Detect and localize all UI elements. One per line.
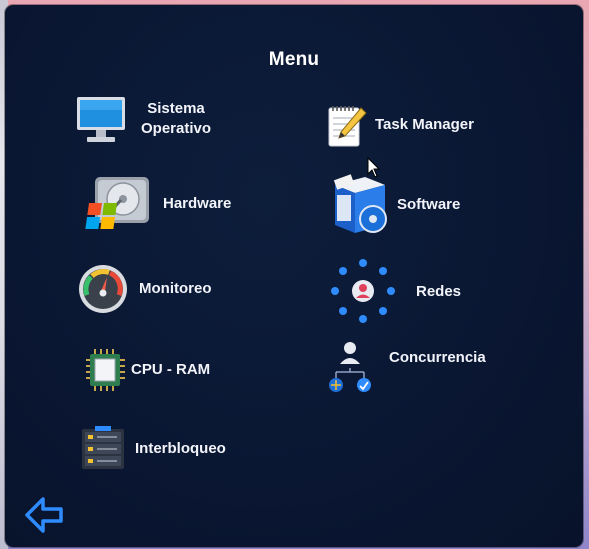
menu-item-sistema-operativo[interactable]: Sistema Operativo bbox=[75, 91, 211, 147]
mouse-cursor-icon bbox=[367, 157, 381, 178]
menu-item-sistema-operativo-label: Sistema Operativo bbox=[141, 100, 212, 137]
menu-item-hardware[interactable]: Hardware bbox=[81, 173, 231, 235]
cpu-chip-icon bbox=[86, 349, 125, 391]
menu-item-task-manager-label: Task Manager bbox=[375, 116, 474, 133]
menu-item-task-manager[interactable]: Task Manager bbox=[325, 102, 474, 148]
back-arrow-icon bbox=[25, 497, 63, 533]
menu-item-software-label: Software bbox=[397, 196, 461, 213]
menu-item-cpu-ram-label: CPU - RAM bbox=[131, 361, 211, 378]
menu-item-redes[interactable]: Redes bbox=[328, 257, 461, 327]
software-box-icon bbox=[333, 174, 387, 233]
menu-item-concurrencia-label: Concurrencia bbox=[389, 349, 486, 366]
menu-item-hardware-label: Hardware bbox=[163, 195, 232, 212]
menu-title: Menu bbox=[268, 49, 320, 70]
menu-item-interbloqueo-label: Interbloqueo bbox=[135, 440, 226, 457]
menu-item-interbloqueo[interactable]: Interbloqueo bbox=[79, 425, 226, 473]
server-rack-icon bbox=[82, 426, 124, 469]
menu-item-monitoreo[interactable]: Monitoreo bbox=[77, 263, 212, 315]
menu-item-monitoreo-label: Monitoreo bbox=[139, 280, 212, 297]
network-user-icon bbox=[331, 259, 395, 323]
hard-drive-windows-icon bbox=[85, 177, 149, 229]
back-button[interactable] bbox=[23, 495, 65, 535]
menu-item-concurrencia[interactable]: Concurrencia bbox=[323, 338, 486, 394]
monitor-icon bbox=[77, 97, 125, 142]
menu-window: Menu Sistema Operativo bbox=[5, 5, 583, 547]
desktop-background bbox=[0, 0, 8, 549]
notepad-pencil-icon bbox=[328, 106, 367, 147]
menu-item-cpu-ram[interactable]: CPU - RAM bbox=[85, 347, 210, 393]
speedometer-icon bbox=[79, 265, 127, 313]
menu-item-redes-label: Redes bbox=[416, 283, 462, 300]
concurrency-users-icon bbox=[329, 342, 371, 392]
menu-item-software[interactable]: Software bbox=[329, 171, 460, 239]
